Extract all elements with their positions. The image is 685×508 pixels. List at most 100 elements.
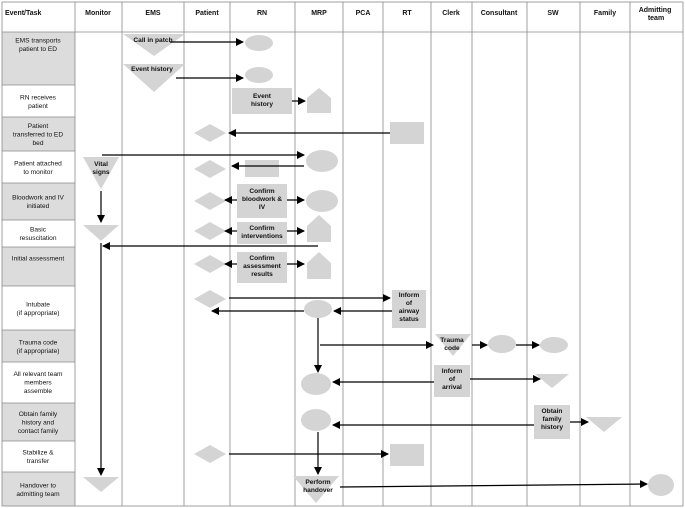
task-label-line: All relevant team bbox=[13, 371, 63, 378]
task-label: Patient attached to monitor bbox=[14, 160, 62, 176]
rn-event-history-box bbox=[232, 88, 292, 114]
label-line: airway bbox=[399, 308, 420, 315]
ems-history-triangle bbox=[123, 64, 185, 92]
mrp-pentagon-2 bbox=[307, 215, 331, 242]
task-label-line: bed bbox=[32, 140, 43, 147]
task-label-line: Basic bbox=[30, 226, 47, 233]
label-line: of bbox=[406, 300, 413, 307]
label-line: IV bbox=[259, 204, 266, 211]
task-label: Intubate (if appropriate) bbox=[17, 301, 60, 317]
task-label-line: Patient attached bbox=[14, 160, 62, 167]
patient-diamond-5 bbox=[194, 255, 226, 273]
task-label: Handover to admitting team bbox=[16, 482, 60, 498]
header-patient: Patient bbox=[195, 10, 219, 17]
task-label-line: to monitor bbox=[23, 169, 53, 176]
header-admitting-team: Admitting team bbox=[639, 7, 674, 22]
rn-box-monitor bbox=[245, 160, 279, 177]
task-label: Stabilize &transfer bbox=[22, 449, 54, 465]
label-line: Confirm bbox=[249, 188, 274, 195]
label-line: bloodwork & bbox=[242, 196, 282, 203]
header-admitting-line-2: team bbox=[648, 15, 664, 22]
task-label: Initial assessment bbox=[12, 256, 65, 263]
patient-diamond-4 bbox=[194, 222, 226, 240]
header-event-task: Event/Task bbox=[5, 10, 42, 17]
task-label-line: Handover to bbox=[20, 482, 56, 489]
patient-diamond-3 bbox=[194, 192, 226, 210]
label-call-in-patch: Call in patch bbox=[133, 37, 172, 44]
task-label-line: Bloodwork and IV bbox=[12, 194, 64, 201]
label-event-history-ems: Event history bbox=[131, 66, 173, 73]
patient-diamond-6 bbox=[194, 290, 226, 308]
ems-call-triangle bbox=[123, 34, 185, 56]
sw-oval bbox=[540, 337, 568, 353]
task-label-line: (if appropriate) bbox=[17, 310, 60, 317]
patient-diamond-7 bbox=[194, 445, 226, 463]
label-line: family bbox=[542, 416, 561, 423]
header-ems: EMS bbox=[145, 10, 161, 17]
shapes bbox=[83, 34, 674, 503]
label-line: history bbox=[541, 424, 563, 431]
label-line: results bbox=[251, 271, 273, 278]
clerk-inform-arrival-box bbox=[434, 365, 470, 397]
label-line: of bbox=[449, 376, 456, 383]
header-rn: RN bbox=[257, 10, 267, 17]
task-label-line: transferred to ED bbox=[13, 132, 63, 139]
header-sw: SW bbox=[547, 10, 559, 17]
header-pca: PCA bbox=[356, 10, 371, 17]
mrp-pentagon-1 bbox=[307, 88, 331, 113]
mrp-oval-family bbox=[301, 409, 331, 431]
header-consultant: Consultant bbox=[481, 10, 518, 17]
monitor-triangle-vitals bbox=[83, 157, 119, 189]
mrp-oval-monitor bbox=[306, 150, 338, 172]
sw-triangle bbox=[535, 374, 569, 388]
label-line: handover bbox=[303, 487, 333, 494]
task-label-line: Intubate bbox=[26, 301, 50, 308]
task-label-line: patient to ED bbox=[19, 46, 57, 53]
rt-box-1 bbox=[390, 122, 424, 144]
family-triangle bbox=[586, 417, 622, 432]
task-label-line: contact family bbox=[18, 428, 59, 435]
label-line: Confirm bbox=[249, 225, 274, 232]
task-label-line: admitting team bbox=[16, 491, 60, 498]
sw-obtain-family-box bbox=[534, 405, 570, 439]
task-column-bg bbox=[2, 32, 75, 506]
rt-box-2 bbox=[390, 444, 424, 466]
rn-confirm-interventions-box bbox=[237, 222, 287, 244]
label-line: Event bbox=[253, 93, 272, 100]
header-family: Family bbox=[594, 10, 616, 17]
task-label-line: members bbox=[24, 380, 52, 387]
patient-diamond-1 bbox=[194, 124, 226, 142]
consultant-oval bbox=[488, 335, 516, 353]
task-label-line: (if appropriate) bbox=[17, 348, 60, 355]
task-label-line: RN receives bbox=[20, 94, 57, 101]
header-admitting-line-1: Admitting bbox=[639, 7, 672, 14]
label-line: Confirm bbox=[249, 255, 274, 262]
label-line: Inform bbox=[442, 368, 463, 375]
mrp-handover-triangle bbox=[293, 476, 339, 503]
label-line: signs bbox=[92, 169, 110, 176]
label-line: Inform bbox=[399, 292, 420, 299]
task-label-line: transfer bbox=[27, 458, 50, 465]
label-line: arrival bbox=[442, 384, 462, 391]
label-line: Trauma bbox=[440, 337, 464, 344]
label-line: Event history bbox=[131, 66, 173, 73]
rn-confirm-bloodwork-box bbox=[237, 184, 287, 218]
header-rt: RT bbox=[402, 10, 412, 17]
label-line: code bbox=[444, 345, 460, 352]
mrp-oval-assemble bbox=[301, 373, 331, 395]
arrow-handover-admitting bbox=[339, 480, 648, 489]
patient-diamond-2 bbox=[194, 160, 226, 178]
rn-confirm-assessment-box bbox=[237, 252, 287, 283]
task-label-line: Initial assessment bbox=[12, 256, 65, 263]
